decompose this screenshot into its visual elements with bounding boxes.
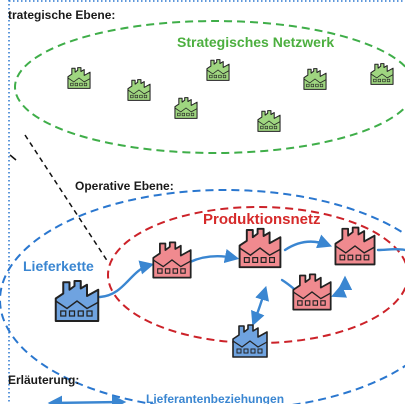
factory-icon: [206, 59, 230, 81]
level-connector-tick: [9, 154, 17, 161]
operative-level-label: Operative Ebene:: [75, 179, 174, 193]
arrow-red1-to-red2: [188, 248, 240, 264]
factory-icon: [67, 67, 91, 89]
supply-chain-label: Lieferkette: [23, 258, 94, 274]
factory-icon: [292, 273, 332, 311]
arrow-red2-to-red3: [283, 234, 333, 252]
factory-icon: [238, 227, 282, 269]
arrow-red2-blue2: [251, 285, 269, 327]
strategic-factories: [67, 59, 394, 132]
legend-arrow: [47, 394, 127, 404]
factory-icon: [257, 110, 281, 132]
strategic-network-ellipse: [14, 20, 405, 154]
factory-icon: [127, 79, 151, 101]
production-network-label: Produktionsnetz: [203, 211, 321, 228]
level-connector-line: [24, 134, 109, 263]
supplier-relations: [47, 234, 405, 404]
factory-icon: [303, 68, 327, 90]
strategic-network-label: Strategisches Netzwerk: [177, 34, 335, 50]
legend-supplier-label: Lieferantenbeziehungen: [146, 392, 285, 404]
production-network-ellipse: [107, 206, 405, 344]
arrow-blue-to-red1: [98, 260, 155, 299]
operative-level-ellipse: [0, 189, 405, 404]
factory-icon: [334, 226, 376, 266]
factory-icon: [370, 63, 394, 85]
arrow-red3-out: [376, 247, 405, 252]
factory-icon: [152, 241, 192, 279]
supply-chain-factories: [54, 279, 268, 358]
legend-title: Erläuterung:: [8, 373, 80, 387]
factory-icon: [54, 279, 100, 323]
strategic-level-label: trategische Ebene:: [8, 8, 116, 22]
arrow-red3-red4: [331, 275, 353, 298]
factory-icon: [174, 97, 198, 119]
factory-icon: [232, 324, 268, 358]
